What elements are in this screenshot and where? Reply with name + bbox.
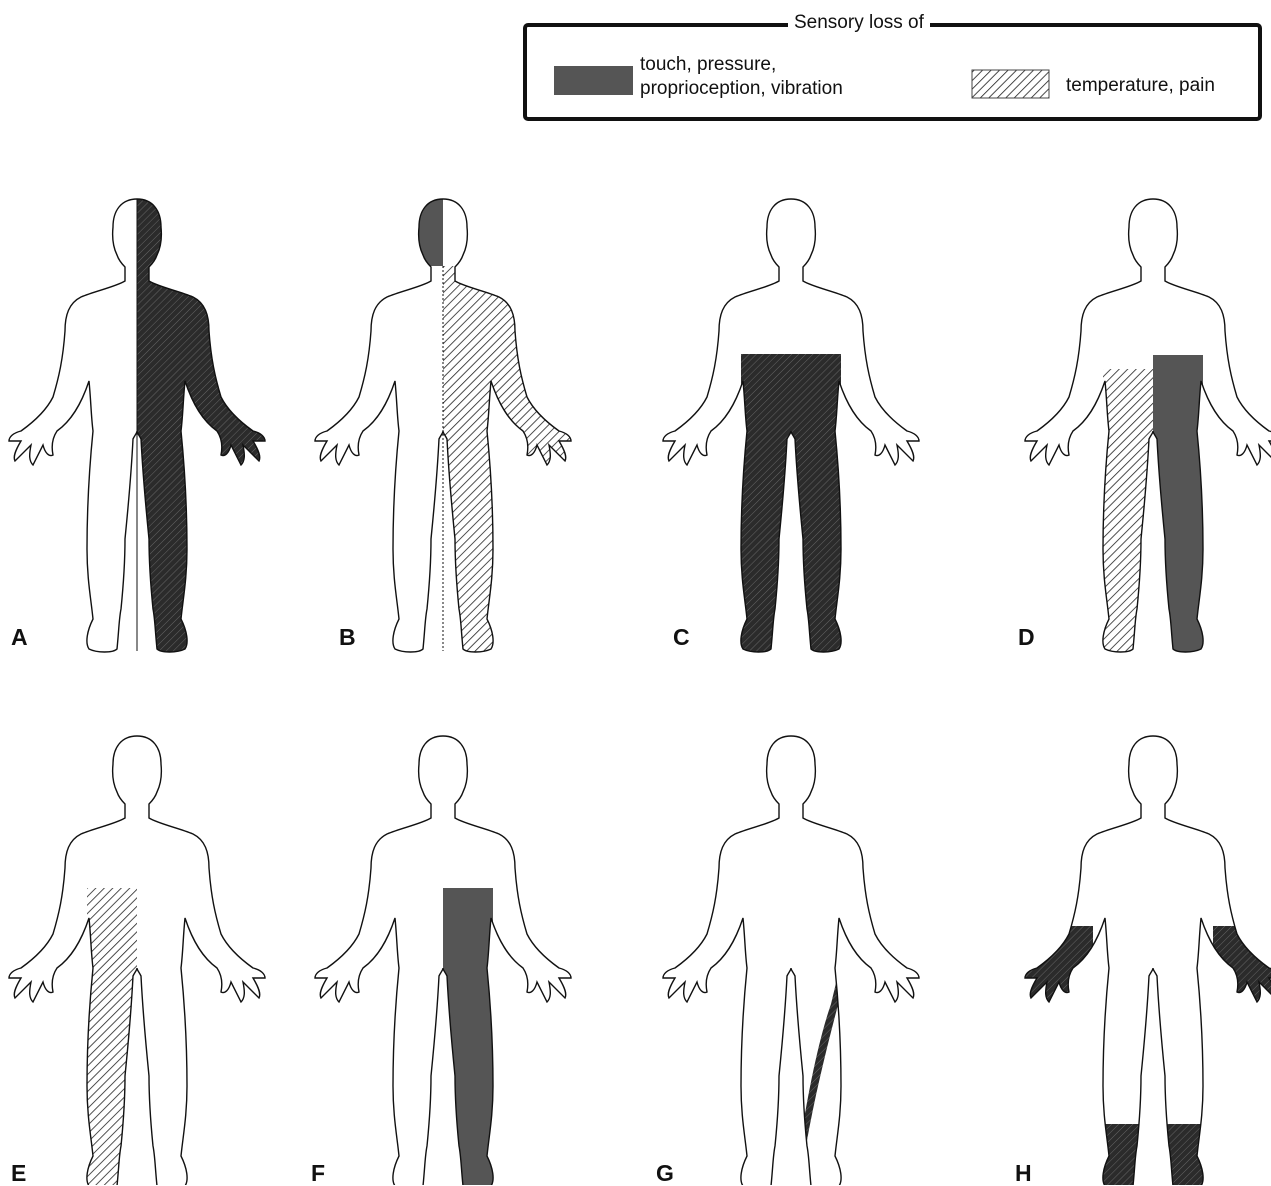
- panel-label-g: G: [656, 1160, 674, 1186]
- panel-h-right-glove-region: [1213, 926, 1271, 1016]
- panel-b-figure: [315, 194, 583, 666]
- panel-e-hatch-region: [87, 888, 137, 1185]
- panel-d-hatch-region: [1103, 369, 1153, 664]
- panel-g-figure: [663, 736, 919, 1185]
- panel-e-figure: [9, 736, 265, 1185]
- panel-d-figure: [1025, 199, 1271, 664]
- panel-label-e: E: [11, 1160, 26, 1186]
- panel-label-c: C: [673, 624, 690, 650]
- panel-h-figure: [1013, 736, 1271, 1185]
- panel-label-a: A: [11, 624, 28, 650]
- panel-label-f: F: [311, 1160, 325, 1186]
- panel-b-body-hatch-region: [443, 266, 583, 666]
- panel-d-solid-region: [1153, 355, 1203, 664]
- panel-a-figure: [9, 194, 277, 664]
- panel-a-loss-region: [137, 194, 277, 664]
- panel-label-b: B: [339, 624, 356, 650]
- panel-f-figure: [315, 736, 571, 1185]
- panel-label-d: D: [1018, 624, 1035, 650]
- legend-hatch-swatch: [972, 70, 1049, 98]
- legend-solid-swatch: [554, 66, 633, 95]
- panel-h-stocking-region: [1098, 1124, 1208, 1185]
- panel-label-h: H: [1015, 1160, 1032, 1186]
- panel-c-figure: [663, 199, 919, 664]
- panel-h-left-glove-region: [1013, 926, 1093, 1016]
- panel-c-loss-region: [741, 354, 841, 664]
- panel-f-solid-region: [443, 888, 493, 1185]
- panel-b-face-solid-region: [418, 194, 443, 266]
